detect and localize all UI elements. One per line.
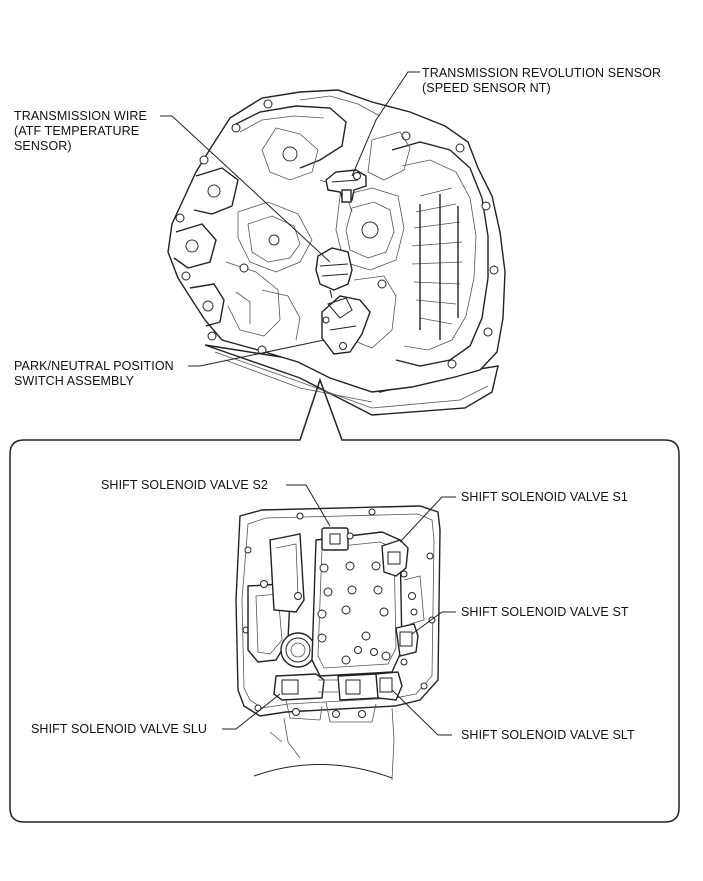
label-revolution-sensor: TRANSMISSION REVOLUTION SENSOR (SPEED SE…: [422, 66, 661, 96]
label-shift-solenoid-s1: SHIFT SOLENOID VALVE S1: [461, 490, 628, 504]
label-shift-solenoid-slt: SHIFT SOLENOID VALVE SLT: [461, 728, 635, 742]
label-shift-solenoid-st: SHIFT SOLENOID VALVE ST: [461, 605, 629, 619]
transaxle-housing: [167, 89, 506, 416]
label-revolution-sensor-line2: (SPEED SENSOR NT): [422, 81, 551, 95]
label-transmission-wire: TRANSMISSION WIRE (ATF TEMPERATURE SENSO…: [14, 109, 147, 154]
label-transmission-wire-line2: (ATF TEMPERATURE: [14, 124, 140, 138]
park-neutral-switch-part: [321, 295, 371, 355]
label-park-neutral-switch-line1: PARK/NEUTRAL POSITION: [14, 359, 174, 373]
label-revolution-sensor-line1: TRANSMISSION REVOLUTION SENSOR: [422, 66, 662, 80]
label-park-neutral-switch-line2: SWITCH ASSEMBLY: [14, 374, 135, 388]
upper-leaders: [160, 71, 420, 367]
valve-body-detail: [235, 505, 441, 781]
detail-callout-frame: [9, 377, 680, 823]
revolution-sensor-part: [325, 169, 367, 203]
label-shift-solenoid-s2: SHIFT SOLENOID VALVE S2: [101, 478, 268, 492]
label-park-neutral-switch: PARK/NEUTRAL POSITION SWITCH ASSEMBLY: [14, 359, 174, 389]
label-shift-solenoid-slu: SHIFT SOLENOID VALVE SLU: [31, 722, 208, 736]
detail-leaders: [222, 484, 456, 736]
transmission-wire-part: [315, 247, 353, 299]
label-transmission-wire-line1: TRANSMISSION WIRE: [14, 109, 147, 123]
label-transmission-wire-line3: SENSOR): [14, 139, 72, 153]
